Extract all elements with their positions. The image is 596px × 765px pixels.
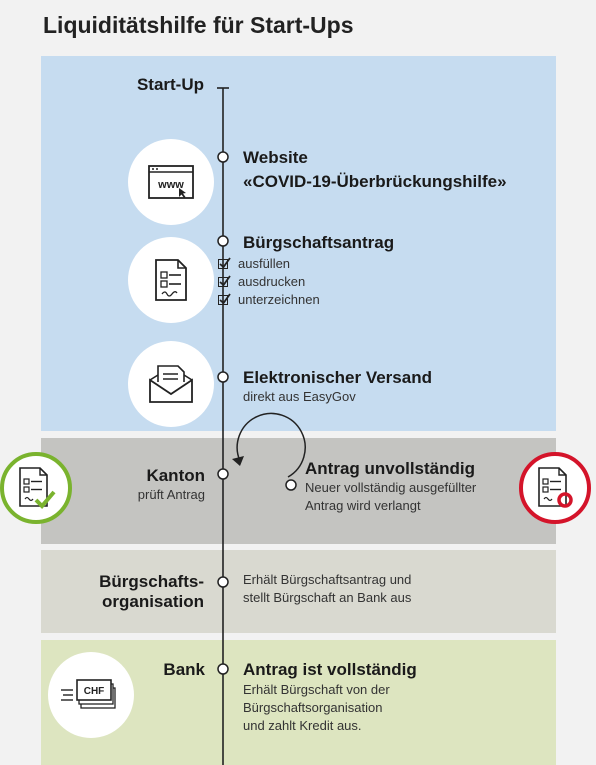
kanton-band	[41, 438, 556, 544]
incomplete-title: Antrag unvollständig	[305, 459, 475, 478]
antrag-step-3: unterzeichnen	[218, 292, 320, 307]
page-title: Liquiditätshilfe für Start-Ups	[43, 12, 354, 38]
buergschaft-text-2: stellt Bürgschaft an Bank aus	[243, 590, 412, 605]
bank-label: Bank	[163, 660, 205, 679]
buergschaft-band	[41, 550, 556, 633]
website-title: Website	[243, 148, 308, 167]
website-name: «COVID-19-Überbrückungshilfe»	[243, 172, 507, 191]
checkbox-checked-icon	[218, 292, 231, 305]
buergschaft-label-2: organisation	[101, 592, 204, 611]
versand-title: Elektronischer Versand	[243, 368, 432, 387]
kanton-sublabel: prüft Antrag	[137, 487, 205, 502]
envelope-document-icon	[149, 365, 193, 403]
bank-title: Antrag ist vollständig	[243, 660, 417, 679]
antrag-step-1: ausfüllen	[218, 256, 290, 271]
kanton-rejected-circle	[519, 452, 591, 524]
checkbox-checked-icon	[218, 274, 231, 287]
chf-label: CHF	[84, 686, 105, 697]
checkbox-checked-icon	[218, 256, 231, 269]
banknotes-icon: CHF	[61, 679, 116, 709]
document-approved-icon	[19, 467, 56, 509]
kanton-approved-circle	[0, 452, 72, 524]
bank-text-2: Bürgschaftsorganisation	[243, 700, 383, 715]
incomplete-text-2: Antrag wird verlangt	[305, 498, 421, 513]
bank-text-1: Erhält Bürgschaft von der	[243, 682, 390, 697]
svg-text:www: www	[157, 179, 184, 191]
antrag-title: Bürgschaftsantrag	[243, 233, 395, 252]
startup-label: Start-Up	[136, 75, 204, 94]
antrag-step-2: ausdrucken	[218, 274, 305, 289]
incomplete-text-1: Neuer vollständig ausgefüllter	[305, 480, 477, 495]
kanton-label: Kanton	[146, 466, 205, 485]
document-rejected-icon	[538, 467, 573, 508]
website-icon-circle: www	[128, 139, 214, 225]
versand-icon-circle	[128, 341, 214, 427]
buergschaft-label-1: Bürgschafts-	[99, 572, 204, 591]
buergschaft-text-1: Erhält Bürgschaftsantrag und	[243, 572, 412, 587]
versand-subtitle: direkt aus EasyGov	[243, 389, 356, 404]
document-form-icon	[155, 259, 187, 301]
browser-www-icon: www	[148, 165, 194, 199]
bank-text-3: und zahlt Kredit aus.	[243, 718, 362, 733]
antrag-icon-circle	[128, 237, 214, 323]
bank-icon-circle: CHF	[48, 652, 134, 738]
startup-band	[41, 56, 556, 431]
